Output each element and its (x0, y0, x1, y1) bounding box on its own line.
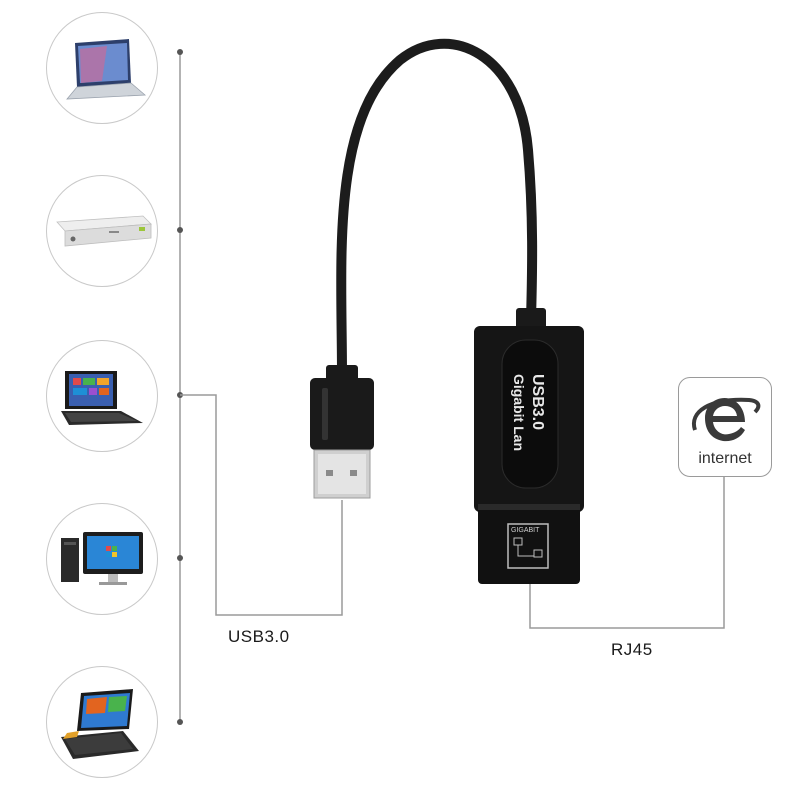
rail-dot-4 (177, 555, 183, 561)
rail-dot-2 (177, 227, 183, 233)
rj45-label: RJ45 (611, 640, 653, 659)
laptop-circle (46, 12, 158, 124)
laptop-icon (66, 39, 147, 100)
tv-box-circle (46, 175, 158, 287)
tablet-icon (61, 371, 143, 425)
ethernet-adapter (474, 308, 584, 584)
convertible-laptop-icon (61, 689, 139, 759)
tablet-circle (46, 340, 158, 452)
internet-box: internet (678, 377, 772, 477)
rj45-leader-line (529, 475, 725, 629)
tv-box-icon (56, 215, 152, 247)
internet-explorer-icon (691, 397, 761, 442)
rail-dot-5 (177, 719, 183, 725)
desktop-computer-icon (61, 532, 143, 585)
usb-a-plug (310, 365, 374, 499)
usb-label: USB3.0 (228, 627, 290, 646)
usb-cable (336, 38, 538, 380)
convertible-laptop-circle (46, 666, 158, 778)
rail-dot-1 (177, 49, 183, 55)
usb-leader-line (180, 394, 343, 616)
rj45-port-label: GIGABIT (511, 527, 540, 534)
internet-label: internet (698, 450, 752, 467)
desktop-circle (46, 503, 158, 615)
adapter-label-usb: USB3.0 (529, 374, 546, 431)
adapter-label-gigabit: Gigabit Lan (511, 374, 527, 451)
